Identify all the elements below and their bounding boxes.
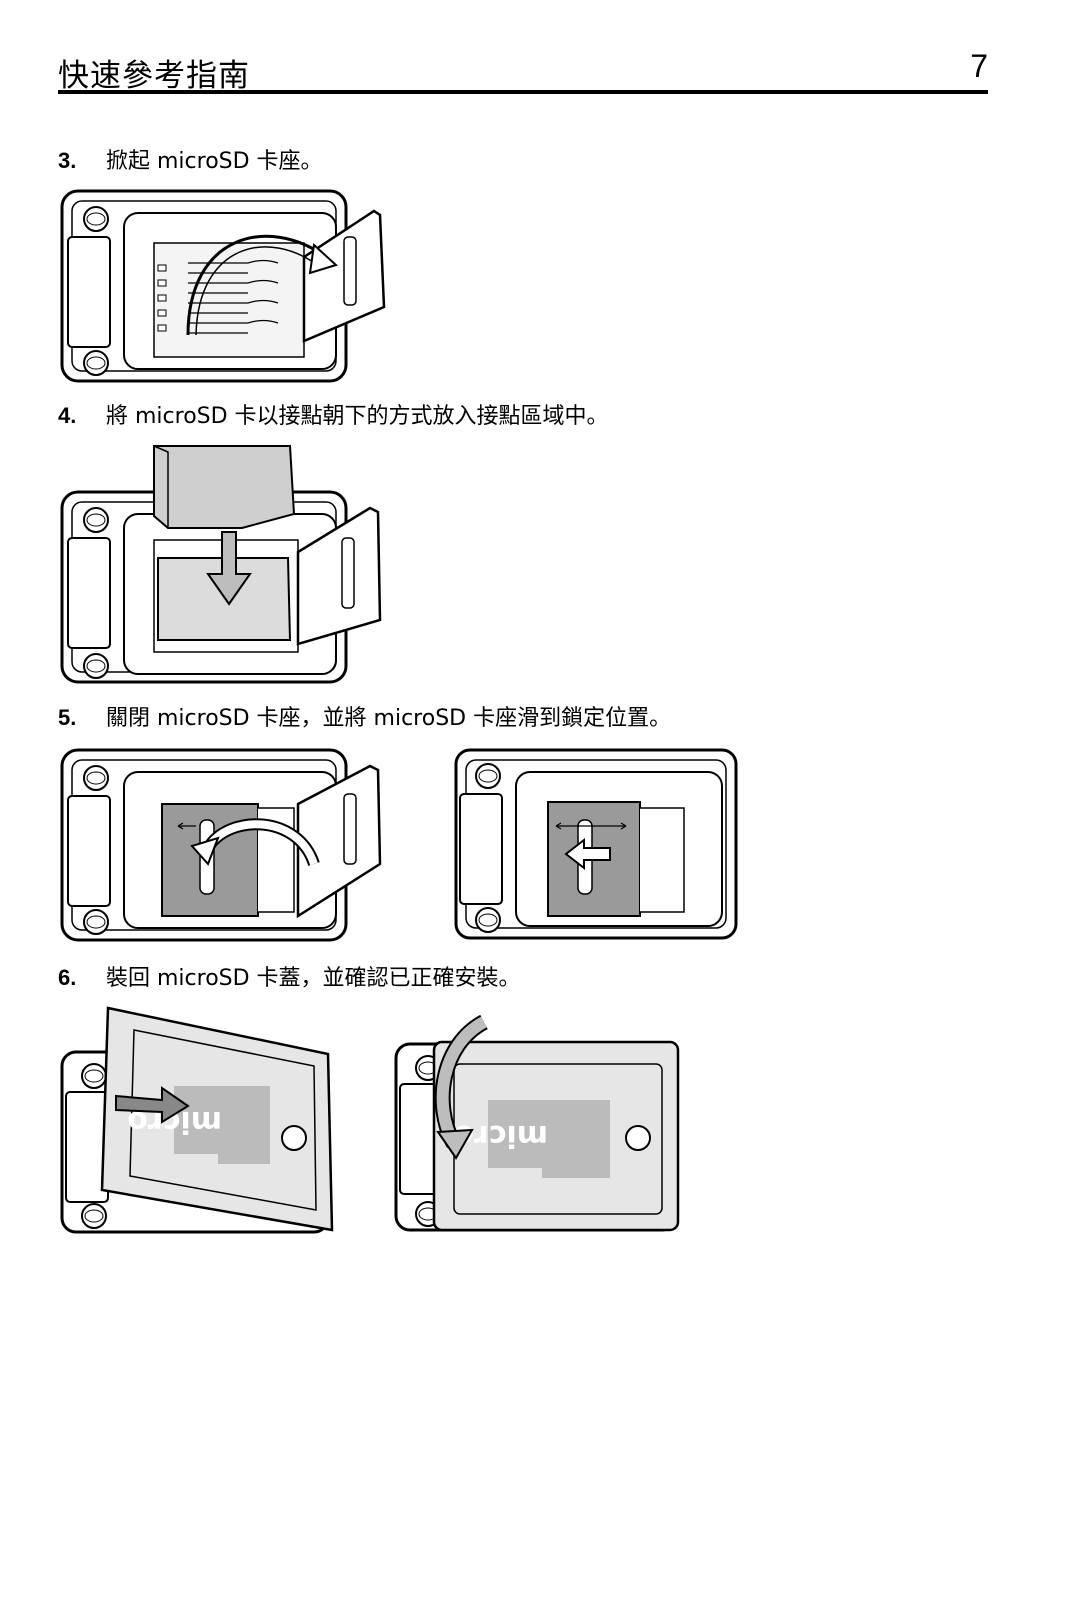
figure-slide-lock [452, 744, 752, 944]
step-6: 6. 裝回 microSD 卡蓋，並確認已正確安裝。 [58, 960, 521, 992]
step-5: 5. 關閉 microSD 卡座，並將 microSD 卡座滑到鎖定位置。 [58, 700, 671, 732]
figure-close-holder [58, 744, 398, 944]
figure-press-cover: micro [392, 1004, 692, 1244]
step-3: 3. 掀起 microSD 卡座。 [58, 143, 323, 175]
page-number: 7 [970, 48, 988, 84]
step-number: 5. [58, 705, 77, 730]
step-4: 4. 將 microSD 卡以接點朝下的方式放入接點區域中。 [58, 398, 609, 430]
figure-reinstall-cover: micro [58, 1004, 348, 1244]
step-text: 關閉 microSD 卡座，並將 microSD 卡座滑到鎖定位置。 [106, 706, 672, 731]
page-header: 快速參考指南 7 [58, 44, 988, 94]
step-text: 將 microSD 卡以接點朝下的方式放入接點區域中。 [106, 404, 609, 429]
figure-lift-holder [58, 185, 398, 385]
step-number: 3. [58, 148, 77, 173]
figure-insert-card [58, 440, 398, 690]
step-text: 裝回 microSD 卡蓋，並確認已正確安裝。 [106, 966, 521, 991]
page-title: 快速參考指南 [58, 58, 250, 94]
step-text: 掀起 microSD 卡座。 [106, 149, 323, 174]
step-number: 4. [58, 403, 77, 428]
step-number: 6. [58, 965, 77, 990]
